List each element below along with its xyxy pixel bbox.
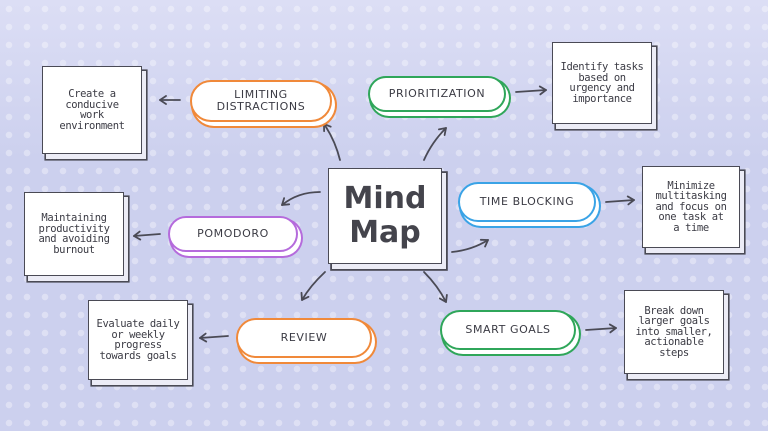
note-smart-goals: Break down larger goals into smaller, ac… [624,290,724,374]
arrow-center-to-review [300,271,326,301]
branch-review: REVIEW [236,318,372,358]
arrow-center-to-timeblocking [451,238,489,253]
branch-prioritization: PRIORITIZATION [368,76,506,112]
arrow-center-to-limiting [323,123,341,161]
arrow-smartgoals-to-note [585,323,617,334]
note-limiting-distractions: Create a conducive work environment [42,66,142,154]
note-review: Evaluate daily or weekly progress toward… [88,300,188,380]
arrow-pomodoro-to-note [133,230,161,241]
arrow-timeblocking-to-note [605,195,635,206]
mind-map-title: Mind Map [328,168,442,264]
arrow-prioritization-to-note [515,85,547,96]
note-time-blocking: Minimize multitasking and focus on one t… [642,166,740,248]
branch-time-blocking: TIME BLOCKING [458,182,596,222]
arrow-center-to-pomodoro [281,191,321,206]
branch-smart-goals: SMART GOALS [440,310,576,350]
branch-limiting-distractions: LIMITING DISTRACTIONS [190,80,332,122]
note-prioritization: Identify tasks based on urgency and impo… [552,42,652,124]
branch-pomodoro: POMODORO [168,216,298,252]
arrow-center-to-smartgoals [423,271,448,303]
arrow-review-to-note [199,332,229,343]
note-pomodoro: Maintaining productivity and avoiding bu… [24,192,124,276]
arrow-center-to-prioritization [423,127,447,161]
